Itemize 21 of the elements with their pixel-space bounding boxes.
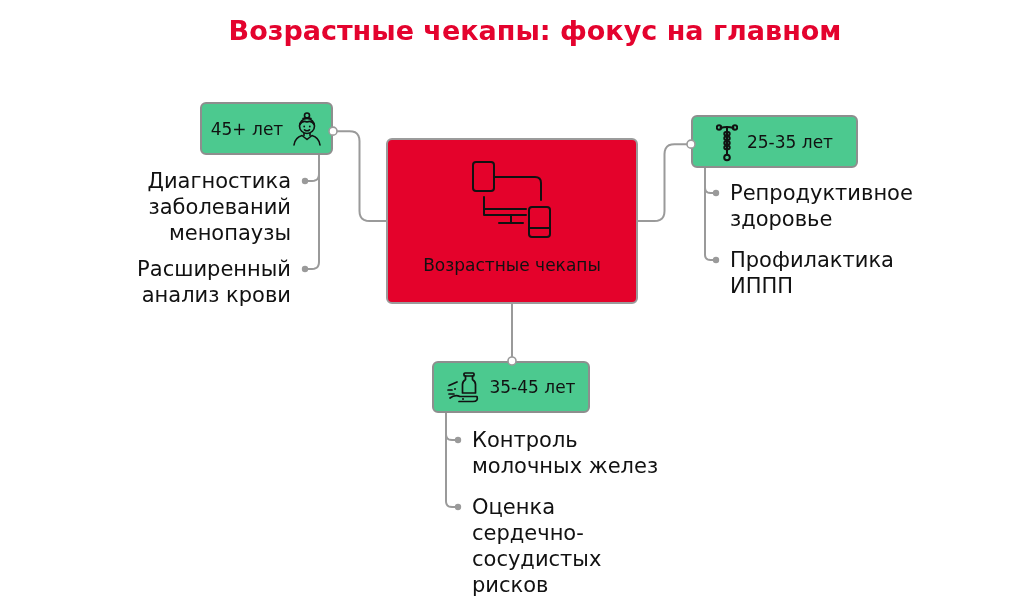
checkup-item-text: Контроль молочных желез [458, 427, 680, 479]
connector-line [507, 303, 517, 366]
connector-line [328, 126, 387, 222]
checkup-item-text: Репродуктивное здоровье [716, 180, 948, 232]
connector-line [637, 139, 696, 222]
checkup-item-text: Диагностика заболеваний менопаузы [95, 168, 305, 246]
age-group-box [200, 102, 333, 155]
checkup-item-text: Оценка сердечно-сосудистых рисков [458, 494, 628, 598]
age-group-box [691, 115, 858, 168]
age-group-box [432, 361, 590, 413]
main-topic-box [386, 138, 638, 304]
age-label: 45+ лет [210, 117, 284, 140]
checkup-item-text: Расширенный анализ крови [95, 256, 305, 308]
connector-line [301, 154, 320, 273]
connector-line [445, 412, 462, 511]
checkup-item-text: Профилактика ИППП [716, 247, 916, 299]
age-label: 25-35 лет [747, 130, 833, 153]
diagram-title: Возрастные чекапы: фокус на главном [227, 14, 843, 48]
age-label: 35-45 лет [489, 376, 576, 398]
topic-label: Возрастные чекапы [423, 254, 601, 276]
connector-line [704, 167, 720, 264]
